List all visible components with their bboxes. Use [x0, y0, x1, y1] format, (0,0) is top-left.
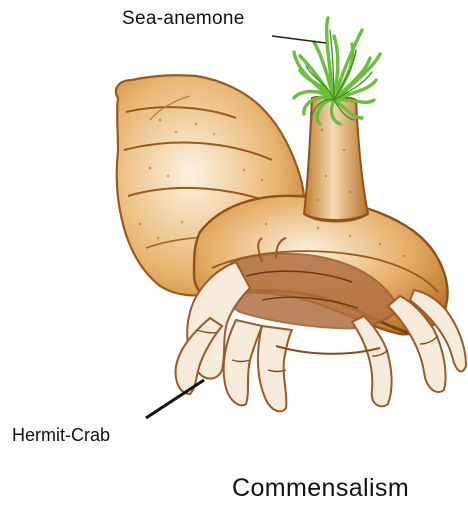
crab-leg — [258, 326, 292, 411]
anemone-stalk — [304, 97, 368, 222]
anemone-pointer-line — [272, 36, 326, 43]
sea-anemone-label: Sea-anemone — [122, 8, 245, 30]
crab-leg — [224, 320, 262, 405]
caption-title: Commensalism — [232, 474, 409, 503]
crab-pointer-line — [146, 380, 204, 418]
hermit-crab-label: Hermit-Crab — [12, 425, 110, 446]
